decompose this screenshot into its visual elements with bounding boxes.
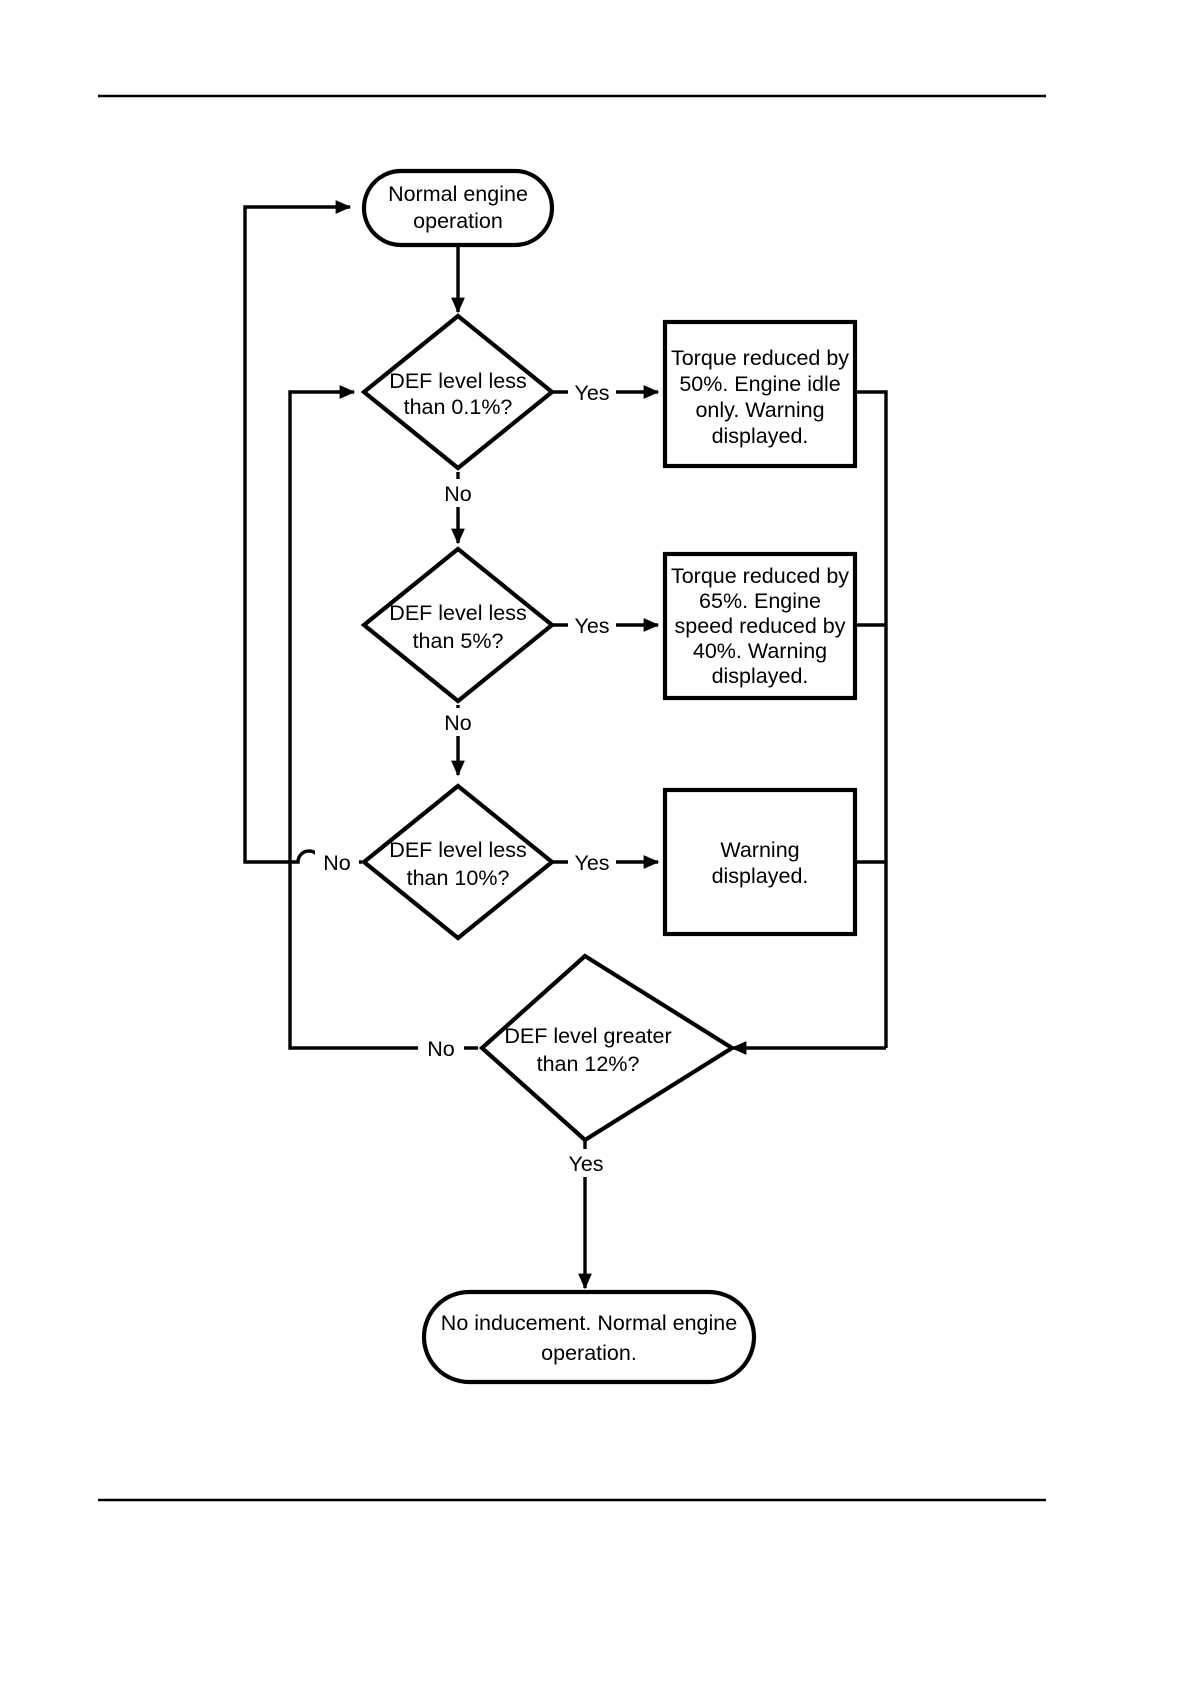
decision3-diamond-shape (360, 783, 556, 941)
decision3-label-line2: than 10%? (407, 866, 510, 890)
edge-decision4-no-to-decision1 (288, 385, 478, 1050)
no-3-text: No (323, 851, 351, 875)
yes-3-text: Yes (574, 851, 609, 875)
node-start[interactable]: Normal engine operation (361, 168, 555, 248)
edge-label-yes-3: Yes (568, 848, 616, 876)
no-4-text: No (427, 1037, 455, 1061)
process2-label-line2: 65%. Engine (699, 589, 821, 613)
edge-label-no-3: No (315, 848, 359, 876)
process2-label-line3: speed reduced by (675, 614, 846, 638)
process2-label-line1: Torque reduced by (671, 564, 849, 588)
decision2-diamond-shape (360, 546, 556, 704)
start-label-line1: Normal engine (388, 182, 528, 206)
process2-label-line5: displayed. (712, 664, 809, 688)
no-2-text: No (444, 711, 472, 735)
edge-label-no-1: No (436, 479, 480, 507)
yes-1-text: Yes (574, 381, 609, 405)
end-label-line2: operation. (541, 1341, 637, 1365)
process3-label-line1: Warning (720, 838, 799, 862)
edge-process1-to-right-bus (855, 390, 888, 1048)
node-process-torque-50[interactable]: Torque reduced by 50%. Engine idle only.… (662, 319, 858, 469)
node-process-warning-only[interactable]: Warning displayed. (662, 787, 858, 937)
edge-label-yes-1: Yes (568, 378, 616, 406)
start-label-line2: operation (413, 209, 503, 233)
decision4-diamond-shape (478, 953, 736, 1143)
edge-label-no-2: No (436, 708, 480, 736)
yes-2-text: Yes (574, 614, 609, 638)
process3-box-shape (662, 787, 858, 937)
process3-label-line2: displayed. (712, 864, 809, 888)
decision1-label-line1: DEF level less (389, 369, 526, 393)
node-decision-def-less-than-10[interactable]: DEF level less than 10%? (360, 783, 556, 941)
node-decision-def-less-than-5[interactable]: DEF level less than 5%? (360, 546, 556, 704)
edge-label-yes-4: Yes (561, 1149, 611, 1177)
end-terminator-shape (421, 1289, 757, 1385)
decision1-diamond-shape (360, 313, 556, 471)
yes-4-text: Yes (568, 1152, 603, 1176)
process1-label-line1: Torque reduced by (671, 346, 849, 370)
node-process-torque-65[interactable]: Torque reduced by 65%. Engine speed redu… (662, 551, 858, 701)
decision2-label-line2: than 5%? (413, 629, 504, 653)
decision3-label-line1: DEF level less (389, 838, 526, 862)
process2-label-line4: 40%. Warning (693, 639, 827, 663)
node-decision-def-less-than-0-1[interactable]: DEF level less than 0.1%? (360, 313, 556, 471)
process1-label-line3: only. Warning (695, 398, 824, 422)
decision2-label-line1: DEF level less (389, 601, 526, 625)
process2-box-shape (662, 551, 858, 701)
no-1-text: No (444, 482, 472, 506)
node-decision-def-greater-than-12[interactable]: DEF level greater than 12%? (478, 953, 736, 1143)
node-end[interactable]: No inducement. Normal engine operation. (421, 1289, 757, 1385)
start-terminator-shape (361, 168, 555, 248)
edge-label-yes-2: Yes (568, 611, 616, 639)
decision4-label-line1: DEF level greater (504, 1024, 671, 1048)
edge-decision3-no-to-start (243, 200, 362, 864)
end-label-line1: No inducement. Normal engine (441, 1311, 737, 1335)
process1-label-line4: displayed. (712, 424, 809, 448)
process1-box-shape (662, 319, 858, 469)
decision1-label-line2: than 0.1%? (404, 395, 513, 419)
edge-label-no-4: No (418, 1034, 464, 1062)
process1-label-line2: 50%. Engine idle (679, 372, 840, 396)
decision4-label-line2: than 12%? (537, 1052, 640, 1076)
